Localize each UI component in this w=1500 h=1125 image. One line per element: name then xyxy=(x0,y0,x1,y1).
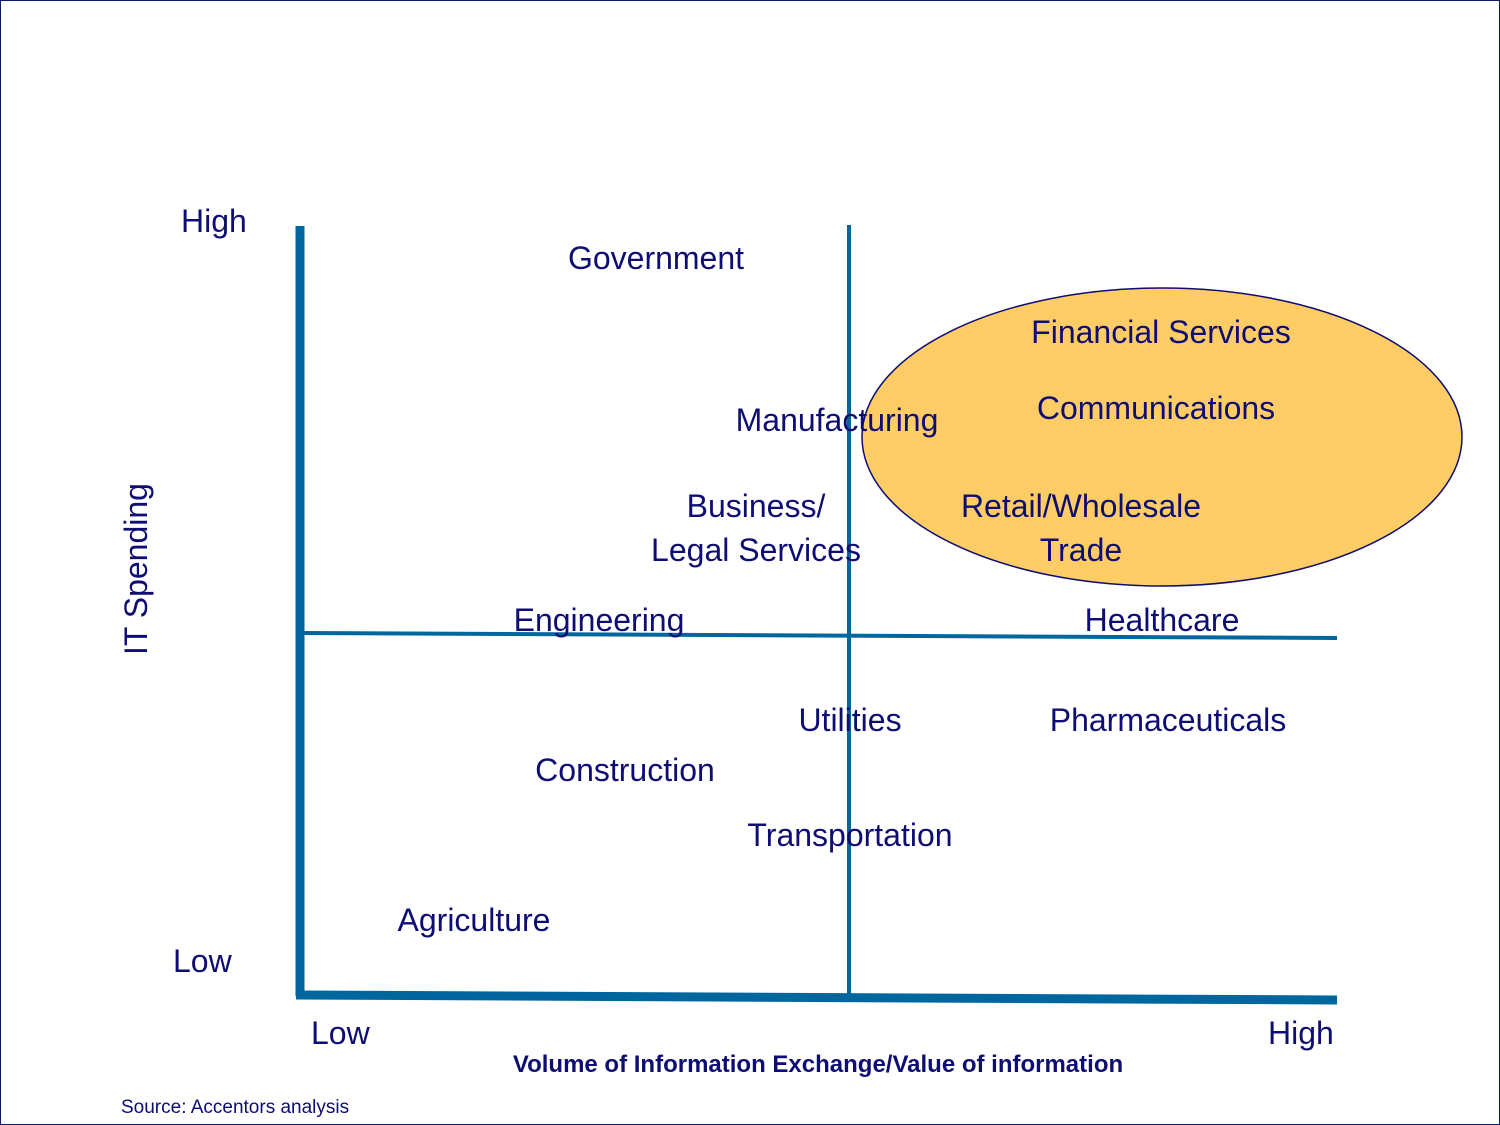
source-note: Source: Accentors analysis xyxy=(121,1097,350,1118)
x-axis-title: Volume of Information Exchange/Value of … xyxy=(512,1051,1124,1078)
sector-utilities: Utilities xyxy=(798,702,902,738)
x-axis-high-label: High xyxy=(1268,1015,1334,1051)
x-axis-low-label: Low xyxy=(311,1015,370,1051)
sector-healthcare: Healthcare xyxy=(1084,602,1240,638)
sector-construction: Construction xyxy=(535,752,715,788)
y-axis-title: IT Spending xyxy=(118,483,154,655)
sector-pharmaceuticals: Pharmaceuticals xyxy=(1049,702,1287,738)
sector-transportation: Transportation xyxy=(747,817,953,853)
y-axis-high-label: High xyxy=(181,203,247,239)
y-axis-low-label: Low xyxy=(173,943,232,979)
sector-communications: Communications xyxy=(1036,390,1276,426)
horizontal-divider xyxy=(300,631,1338,640)
sector-financial-services: Financial Services xyxy=(1031,314,1291,350)
x-axis xyxy=(295,990,1338,1005)
sector-agriculture: Agriculture xyxy=(397,902,551,938)
highlight-ellipse xyxy=(861,287,1463,587)
sector-government: Government xyxy=(567,240,745,276)
sector-manufacturing: Manufacturing xyxy=(735,402,939,438)
sector-business-legal: Business/ Legal Services xyxy=(651,488,861,568)
sector-retail-wholesale: Retail/Wholesale Trade xyxy=(960,488,1202,568)
sector-engineering: Engineering xyxy=(513,602,685,638)
